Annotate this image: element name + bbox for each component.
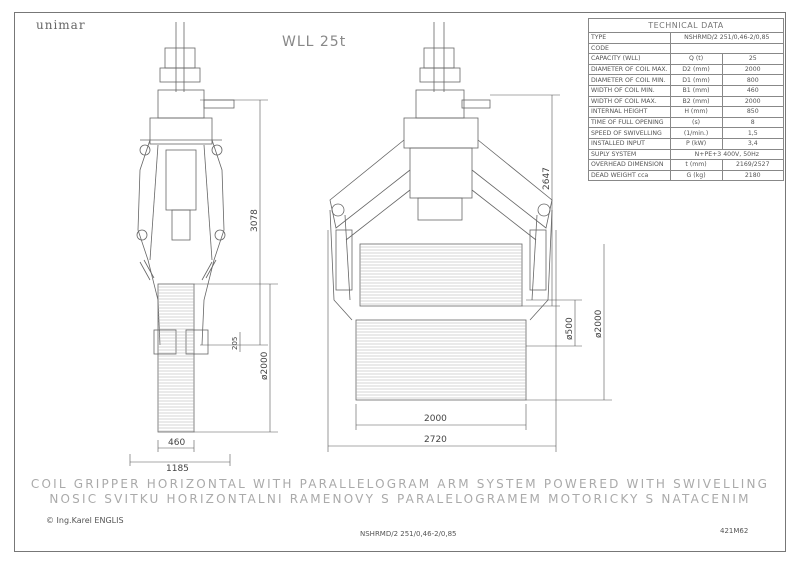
tech-unit: D1 (mm) <box>669 74 723 86</box>
tech-label: INSTALLED INPUT <box>588 137 671 150</box>
tech-row: DIAMETER OF COIL MAX.D2 (mm)2000 <box>588 63 784 76</box>
tech-unit: Q (t) <box>669 53 723 65</box>
drawing-code: NSHRMD/2 251/0,46-2/0,85 <box>360 530 457 538</box>
side-view-gripper <box>136 22 235 433</box>
dim-dia500: ø500 <box>565 317 575 340</box>
tech-value: 460 <box>721 84 784 97</box>
tech-label: TYPE <box>588 32 671 44</box>
tech-unit: G (kg) <box>669 169 723 182</box>
tech-label: DEAD WEIGHT cca <box>588 169 671 182</box>
drawing-frame <box>14 12 786 552</box>
tech-label: DIAMETER OF COIL MAX. <box>588 63 671 76</box>
tech-value: 25 <box>721 53 784 65</box>
tech-unit: B1 (mm) <box>669 84 723 97</box>
tech-row: CAPACITY (WLL)Q (t)25 <box>588 53 784 65</box>
dim-2720: 2720 <box>424 435 447 445</box>
tech-row: CODE <box>588 42 785 55</box>
tech-unit: (s) <box>669 116 723 129</box>
tech-unit: t (mm) <box>669 159 723 171</box>
company-logo: unimar <box>36 18 86 32</box>
tech-row: WIDTH OF COIL MIN.B1 (mm)460 <box>588 84 784 97</box>
tech-value: 3,4 <box>721 137 784 150</box>
tech-label: SPEED OF SWIVELLING <box>588 127 671 139</box>
author: © Ing.Karel ENGLIS <box>46 516 124 525</box>
tech-label: OVERHEAD DIMENSION <box>588 159 671 171</box>
tech-row: SPEED OF SWIVELLING(1/min.)1,5 <box>588 127 784 139</box>
tech-unit: P (kW) <box>669 137 723 150</box>
dim-dia2000-left: ø2000 <box>260 351 270 380</box>
caption-czech: NOSIC SVITKU HORIZONTALNI RAMENOVY S PAR… <box>49 492 751 506</box>
tech-label: INTERNAL HEIGHT <box>588 106 671 118</box>
tech-unit: D2 (mm) <box>669 63 723 76</box>
tech-label: DIAMETER OF COIL MIN. <box>588 74 671 86</box>
tech-value: 1,5 <box>721 127 784 139</box>
tech-label: TIME OF FULL OPENING <box>588 116 671 129</box>
tech-value: 800 <box>721 74 784 86</box>
tech-label: WIDTH OF COIL MIN. <box>588 84 671 97</box>
tech-row: DIAMETER OF COIL MIN.D1 (mm)800 <box>588 74 784 86</box>
technical-data-title: TECHNICAL DATA <box>588 18 784 33</box>
tech-unit: (1/min.) <box>669 127 723 139</box>
tech-unit: B2 (mm) <box>669 95 723 108</box>
sheet-number: 421M62 <box>720 527 749 535</box>
tech-value: 8 <box>721 116 784 129</box>
tech-value: 2000 <box>721 95 784 108</box>
dim-3078: 3078 <box>250 209 260 232</box>
tech-label: SUPLY SYSTEM <box>588 148 671 161</box>
tech-label: CODE <box>588 42 671 55</box>
tech-row: WIDTH OF COIL MAX.B2 (mm)2000 <box>588 95 784 108</box>
tech-value <box>669 42 785 55</box>
tech-value: 2000 <box>721 63 784 76</box>
tech-value: 2169/2527 <box>721 159 784 171</box>
front-view-gripper <box>329 22 553 401</box>
caption-english: COIL GRIPPER HORIZONTAL WITH PARALLELOGR… <box>30 477 770 491</box>
tech-value: 850 <box>721 106 784 118</box>
dim-1185: 1185 <box>166 464 189 474</box>
tech-label: CAPACITY (WLL) <box>588 53 671 65</box>
tech-unit: H (mm) <box>669 106 723 118</box>
dim-2000: 2000 <box>424 414 447 424</box>
dim-460: 460 <box>168 438 185 448</box>
tech-value: N+PE+3 400V, 50Hz <box>669 148 785 161</box>
wll-label: WLL 25t <box>282 34 347 50</box>
dim-2647: 2647 <box>542 167 552 190</box>
tech-value: NSHRMD/2 251/0,46-2/0,85 <box>669 32 785 44</box>
tech-value: 2180 <box>721 169 784 182</box>
dim-205: 205 <box>231 337 239 350</box>
tech-row: TIME OF FULL OPENING(s)8 <box>588 116 784 129</box>
tech-label: WIDTH OF COIL MAX. <box>588 95 671 108</box>
dim-dia2000-right: ø2000 <box>594 309 604 338</box>
